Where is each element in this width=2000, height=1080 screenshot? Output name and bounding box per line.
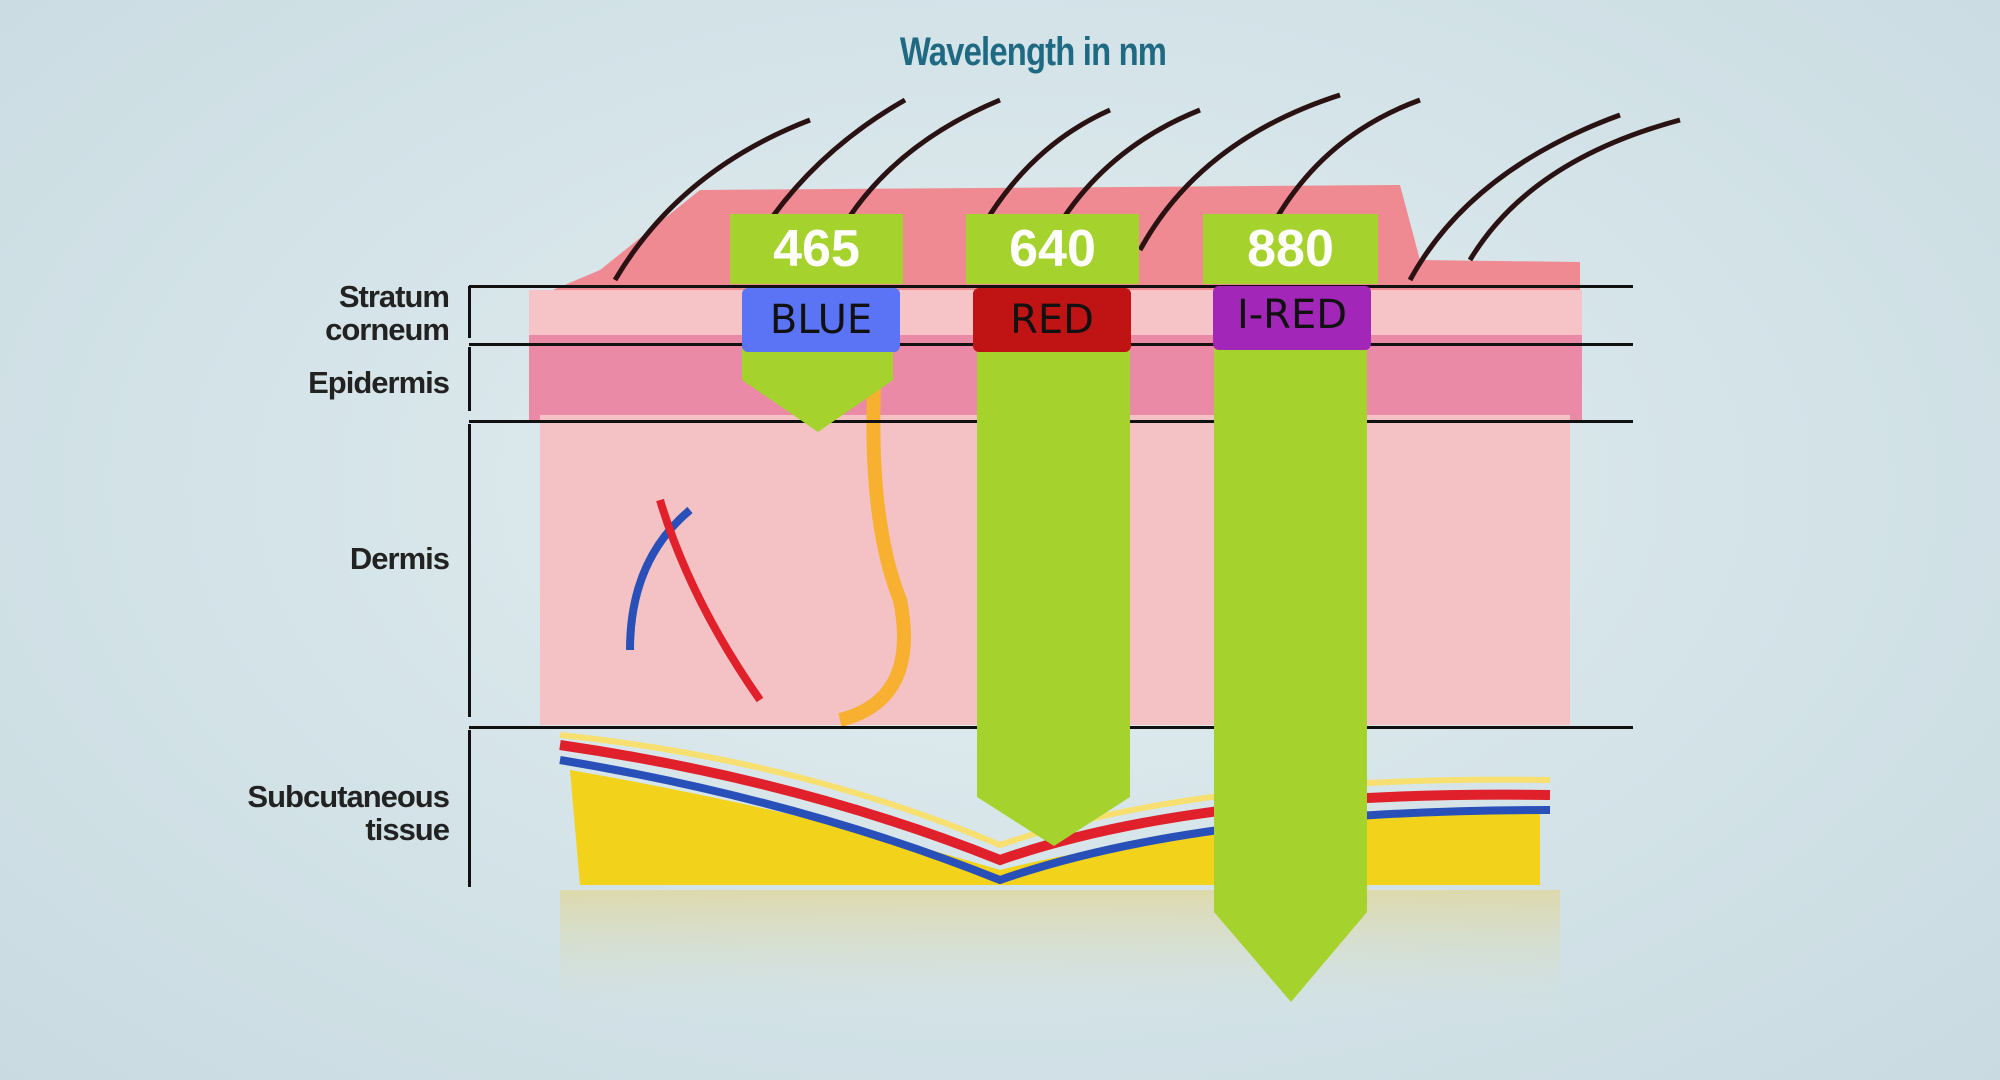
arrow-red-640 bbox=[977, 340, 1130, 846]
bracket-dermis bbox=[468, 424, 471, 717]
layer-divider bbox=[469, 285, 1633, 288]
badge-red: RED bbox=[973, 288, 1131, 352]
badge-blue: BLUE bbox=[742, 288, 900, 352]
bracket-epidermis bbox=[468, 347, 471, 411]
reflection bbox=[560, 890, 1560, 1030]
vessel-red-left bbox=[656, 498, 764, 703]
vessel-blue-left bbox=[626, 506, 693, 651]
label-epidermis: Epidermis bbox=[308, 365, 450, 400]
hair-follicle bbox=[838, 299, 911, 727]
diagram-title: Wavelength in nm bbox=[899, 30, 1167, 74]
label-line: Subcutaneous bbox=[247, 779, 450, 814]
label-line: Stratum bbox=[338, 279, 450, 314]
bracket-subcutaneous bbox=[468, 730, 471, 887]
arrow-ired-880 bbox=[1214, 340, 1367, 1002]
label-line: tissue bbox=[365, 812, 450, 847]
label-line: corneum bbox=[325, 312, 450, 347]
badge-i-red: I-RED bbox=[1213, 286, 1371, 350]
arrow-blue-465 bbox=[742, 340, 893, 432]
bracket-stratum bbox=[468, 286, 471, 338]
label-dermis: Dermis bbox=[349, 541, 450, 576]
wavelength-880: 880 bbox=[1203, 214, 1378, 284]
wavelength-465: 465 bbox=[730, 214, 903, 284]
wavelength-640: 640 bbox=[966, 214, 1139, 284]
